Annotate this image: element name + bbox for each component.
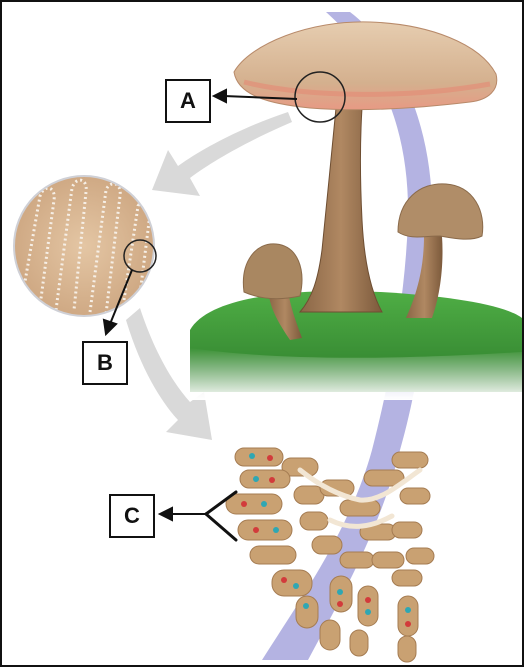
label-c-text: C bbox=[124, 503, 140, 529]
magnified-gills bbox=[14, 176, 156, 316]
label-c: C bbox=[109, 494, 155, 538]
label-a-text: A bbox=[180, 88, 196, 114]
label-a: A bbox=[165, 79, 211, 123]
label-b: B bbox=[82, 341, 128, 385]
label-b-text: B bbox=[97, 350, 113, 376]
